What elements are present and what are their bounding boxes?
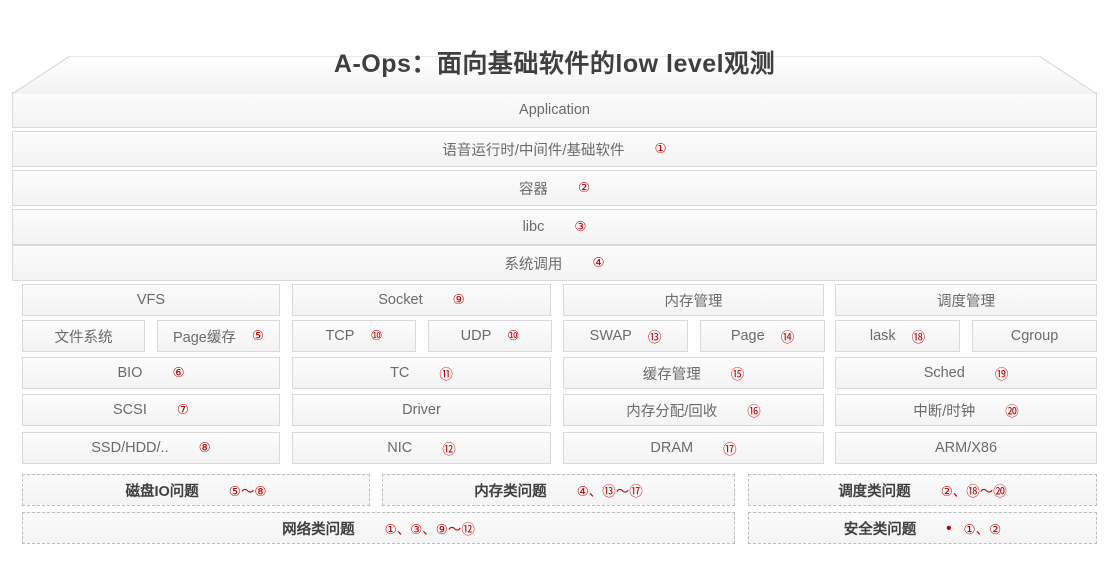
column-scheduling-row-1-marker: ⑲ xyxy=(994,367,1009,382)
problem-box-5-markers: ①、② xyxy=(963,522,1002,537)
column-scheduling-split-1-label: lask xyxy=(869,328,896,344)
column-storage-row-3-label: SSD/HDD/.. xyxy=(91,440,169,456)
column-memory-row-2[interactable]: 内存分配/回收 ⑯ xyxy=(563,394,824,426)
column-memory-row-1[interactable]: 缓存管理 ⑮ xyxy=(563,357,824,389)
column-storage-row-2[interactable]: SCSI ⑦ xyxy=(22,394,280,426)
column-memory-split-2-marker: ⑭ xyxy=(780,330,795,345)
stack-row-2[interactable]: 语音运行时/中间件/基础软件 ① xyxy=(12,131,1097,167)
column-memory-row-3-marker: ⑰ xyxy=(723,442,737,457)
column-scheduling-head[interactable]: 调度管理 xyxy=(835,284,1097,316)
column-memory-row-2-label: 内存分配/回收 xyxy=(626,403,718,420)
column-storage-row-1-label: BIO xyxy=(117,365,143,381)
column-memory-row-1-marker: ⑮ xyxy=(730,367,745,382)
column-memory-row-3[interactable]: DRAM ⑰ xyxy=(563,432,824,464)
column-network-row-3[interactable]: NIC ⑫ xyxy=(292,432,551,464)
stack-row-2-marker: ① xyxy=(654,141,667,156)
column-scheduling-split-1[interactable]: lask ⑱ xyxy=(835,320,960,352)
column-storage-split-2[interactable]: Page缓存 ⑤ xyxy=(157,320,280,352)
column-storage-row-3-marker: ⑧ xyxy=(198,440,211,455)
column-scheduling-row-3-label: ARM/X86 xyxy=(934,440,998,456)
column-memory-split-2[interactable]: Page ⑭ xyxy=(700,320,825,352)
column-storage-head[interactable]: VFS xyxy=(22,284,280,316)
column-scheduling-row-2[interactable]: 中断/时钟 ⑳ xyxy=(835,394,1097,426)
column-network-row-1[interactable]: TC ⑪ xyxy=(292,357,551,389)
column-storage-row-1-marker: ⑥ xyxy=(172,365,185,380)
column-memory-split-2-label: Page xyxy=(730,328,765,344)
column-memory-split-1[interactable]: SWAP ⑬ xyxy=(563,320,688,352)
stack-row-5-label: 系统调用 xyxy=(504,256,563,273)
stack-row-4[interactable]: libc ③ xyxy=(12,209,1097,245)
column-storage-row-2-marker: ⑦ xyxy=(176,402,189,417)
page-title: A-Ops：面向基础软件的low level观测 xyxy=(333,50,776,78)
column-storage-head-label: VFS xyxy=(136,292,166,308)
column-network-row-2-label: Driver xyxy=(402,402,441,418)
column-network-row-2[interactable]: Driver xyxy=(292,394,551,426)
problem-box-4-label: 网络类问题 xyxy=(282,521,355,538)
stack-row-2-label: 语音运行时/中间件/基础软件 xyxy=(442,142,625,159)
column-storage-split-1[interactable]: 文件系统 xyxy=(22,320,145,352)
problem-box-4[interactable]: 网络类问题 ①、③、⑨～⑫ xyxy=(22,512,735,544)
problem-box-3[interactable]: 调度类问题 ②、⑱～⑳ xyxy=(748,474,1097,506)
problem-box-3-markers: ②、⑱～⑳ xyxy=(940,484,1007,499)
column-network-row-3-marker: ⑫ xyxy=(442,442,456,457)
stack-row-1-label: Application xyxy=(519,102,590,118)
problem-box-5[interactable]: 安全类问题 • ①、② xyxy=(748,512,1097,544)
stack-row-1[interactable]: Application xyxy=(12,92,1097,128)
stack-row-4-marker: ③ xyxy=(574,219,587,234)
column-storage-row-1[interactable]: BIO ⑥ xyxy=(22,357,280,389)
column-storage-split-1-label: 文件系统 xyxy=(54,329,113,346)
column-scheduling-row-1[interactable]: Sched ⑲ xyxy=(835,357,1097,389)
column-scheduling-row-2-marker: ⑳ xyxy=(1005,404,1019,419)
problem-box-1-label: 磁盘IO问题 xyxy=(125,483,199,500)
column-scheduling-head-label: 调度管理 xyxy=(937,293,995,310)
stack-row-4-label: libc xyxy=(522,219,545,235)
column-network-head-marker: ⑨ xyxy=(452,292,465,307)
column-network-row-1-label: TC xyxy=(390,365,410,381)
column-memory-row-2-marker: ⑯ xyxy=(747,404,761,419)
column-memory-row-3-label: DRAM xyxy=(650,440,694,456)
problem-box-2-label: 内存类问题 xyxy=(474,483,547,500)
stack-row-5[interactable]: 系统调用 ④ xyxy=(12,245,1097,281)
column-memory-row-1-label: 缓存管理 xyxy=(642,366,701,383)
stack-row-3-label: 容器 xyxy=(518,181,548,198)
column-scheduling-split-2[interactable]: Cgroup xyxy=(972,320,1097,352)
column-storage-split-2-marker: ⑤ xyxy=(251,328,264,343)
column-scheduling-split-1-marker: ⑱ xyxy=(911,330,926,345)
column-network-row-1-marker: ⑪ xyxy=(439,367,453,382)
problem-box-5-label: 安全类问题 xyxy=(843,521,917,538)
column-storage-row-2-label: SCSI xyxy=(113,402,147,418)
problem-box-4-markers: ①、③、⑨～⑫ xyxy=(384,522,475,537)
column-memory-split-1-marker: ⑬ xyxy=(647,330,662,345)
column-memory-head-label: 内存管理 xyxy=(664,293,723,310)
column-network-split-2-label: UDP xyxy=(460,328,492,344)
column-network-split-1-marker: ⑩ xyxy=(370,328,383,343)
stack-row-3[interactable]: 容器 ② xyxy=(12,170,1097,206)
problem-box-1[interactable]: 磁盘IO问题 ⑤～⑧ xyxy=(22,474,370,506)
problem-box-1-markers: ⑤～⑧ xyxy=(228,484,267,499)
stack-row-5-marker: ④ xyxy=(592,255,605,270)
column-network-row-3-label: NIC xyxy=(387,440,413,456)
problem-box-3-label: 调度类问题 xyxy=(838,483,911,500)
column-network-split-1[interactable]: TCP ⑩ xyxy=(292,320,416,352)
column-network-split-1-label: TCP xyxy=(325,328,355,344)
column-storage-row-3[interactable]: SSD/HDD/.. ⑧ xyxy=(22,432,280,464)
column-network-head-label: Socket xyxy=(378,292,423,308)
stack-row-3-marker: ② xyxy=(577,180,591,195)
column-network-head[interactable]: Socket ⑨ xyxy=(292,284,551,316)
column-memory-head[interactable]: 内存管理 xyxy=(563,284,824,316)
column-network-split-2-marker: ⑩ xyxy=(507,328,520,343)
column-scheduling-split-2-label: Cgroup xyxy=(1010,328,1059,344)
column-scheduling-row-2-label: 中断/时钟 xyxy=(913,403,976,420)
column-network-split-2[interactable]: UDP ⑩ xyxy=(428,320,552,352)
column-memory-split-1-label: SWAP xyxy=(589,328,632,344)
column-scheduling-row-1-label: Sched xyxy=(923,365,965,381)
problem-box-2-markers: ④、⑬～⑰ xyxy=(576,484,643,499)
problem-box-2[interactable]: 内存类问题 ④、⑬～⑰ xyxy=(382,474,735,506)
bullet-icon: • xyxy=(946,519,952,537)
column-scheduling-row-3[interactable]: ARM/X86 xyxy=(835,432,1097,464)
column-storage-split-2-label: Page缓存 xyxy=(173,329,236,346)
